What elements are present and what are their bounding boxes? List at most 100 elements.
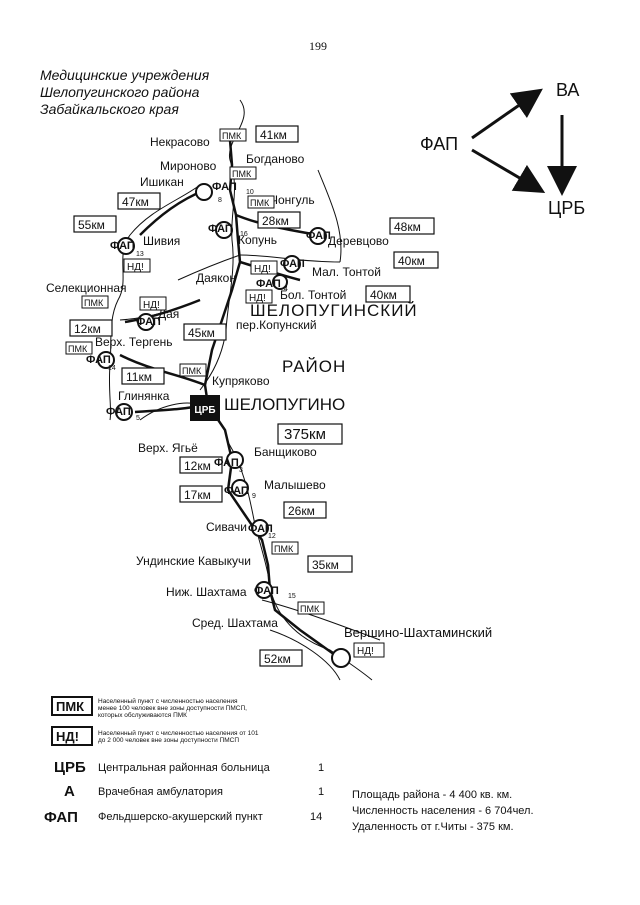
svg-text:ФАП: ФАП <box>212 181 237 193</box>
svg-text:НД!: НД! <box>127 262 144 273</box>
svg-text:ВА: ВА <box>556 80 579 100</box>
svg-text:12: 12 <box>268 533 276 540</box>
svg-text:ФАП: ФАП <box>136 316 161 328</box>
svg-text:ПМК: ПМК <box>250 198 270 208</box>
svg-text:Ишикан: Ишикан <box>140 175 184 189</box>
svg-text:ПМК: ПМК <box>182 366 202 376</box>
svg-text:Богданово: Богданово <box>246 152 305 166</box>
svg-text:ПМК: ПМК <box>222 131 242 141</box>
svg-text:Мироново: Мироново <box>160 159 217 173</box>
svg-text:ФАП: ФАП <box>44 809 78 826</box>
svg-text:ФАП: ФАП <box>224 485 249 497</box>
svg-text:ФАП: ФАП <box>248 523 273 535</box>
svg-text:Селекционная: Селекционная <box>46 281 127 295</box>
svg-text:1: 1 <box>318 762 324 774</box>
svg-text:Забайкальского края: Забайкальского края <box>40 101 179 117</box>
svg-text:которых обслуживаются ПМК: которых обслуживаются ПМК <box>98 711 187 719</box>
svg-text:11км: 11км <box>126 370 152 384</box>
place-labels: Некрасово Мироново Богданово Ишикан Чонг… <box>46 135 492 640</box>
svg-text:ПМК: ПМК <box>232 169 252 179</box>
svg-text:Банщиково: Банщиково <box>254 445 317 459</box>
svg-text:Центральная районная больница: Центральная районная больница <box>98 762 271 774</box>
svg-text:ЦРБ: ЦРБ <box>548 198 585 218</box>
pmk-markers: ПМК ПМК ПМК ПМК ПМК ПМК ПМК ПМК <box>65 128 325 615</box>
svg-text:Медицинские учреждения: Медицинские учреждения <box>40 67 210 83</box>
svg-text:52км: 52км <box>264 652 291 666</box>
district-label-2: РАЙОН <box>282 357 346 376</box>
svg-text:28км: 28км <box>262 214 289 228</box>
svg-text:НД!: НД! <box>254 264 271 275</box>
hierarchy-scheme: ФАП ВА ЦРБ <box>420 80 585 218</box>
svg-text:Даякон: Даякон <box>196 271 236 285</box>
svg-text:375км: 375км <box>284 426 326 443</box>
svg-text:10: 10 <box>246 189 254 196</box>
svg-text:ПМК: ПМК <box>300 604 320 614</box>
svg-text:Мал. Тонтой: Мал. Тонтой <box>312 265 381 279</box>
district-center: ЦРБ ШЕЛОПУГИНО <box>190 395 345 421</box>
distance-labels <box>69 125 439 667</box>
svg-text:Шивия: Шивия <box>143 234 180 248</box>
svg-text:до 2 000 человек вне зоны дост: до 2 000 человек вне зоны доступности ПМ… <box>98 737 239 744</box>
svg-text:Чонгуль: Чонгуль <box>270 193 315 207</box>
svg-text:Численность населения - 6 704ч: Численность населения - 6 704чел. <box>352 805 534 817</box>
svg-text:НД!: НД! <box>357 646 374 657</box>
svg-text:55км: 55км <box>78 218 105 232</box>
svg-text:НД!: НД! <box>143 300 160 311</box>
svg-text:45км: 45км <box>188 326 215 340</box>
svg-text:ФАП: ФАП <box>106 406 131 418</box>
svg-text:47км: 47км <box>122 195 149 209</box>
svg-text:Некрасово: Некрасово <box>150 135 210 149</box>
svg-text:16: 16 <box>240 231 248 238</box>
svg-text:Удаленность от г.Читы - 375 км: Удаленность от г.Читы - 375 км. <box>352 821 514 833</box>
svg-text:ПМК: ПМК <box>84 298 104 308</box>
svg-text:Купряково: Купряково <box>212 374 270 388</box>
svg-text:13: 13 <box>136 251 144 258</box>
district-stats: Площадь района - 4 400 кв. км. Численнос… <box>352 789 534 833</box>
svg-text:Населенный пункт с численность: Населенный пункт с численностью населени… <box>98 697 238 705</box>
svg-text:ФАП: ФАП <box>420 134 458 154</box>
svg-text:ФАП: ФАП <box>306 230 331 242</box>
svg-text:Бол. Тонтой: Бол. Тонтой <box>280 288 346 302</box>
svg-text:ПМК: ПМК <box>56 699 84 714</box>
svg-text:ФАП: ФАП <box>110 240 135 252</box>
svg-text:ФАП: ФАП <box>208 223 233 235</box>
svg-text:менее 100 человек вне зоны дос: менее 100 человек вне зоны доступности П… <box>98 705 247 712</box>
svg-text:Сивачи: Сивачи <box>206 520 247 534</box>
svg-text:ЦРБ: ЦРБ <box>194 405 215 416</box>
svg-text:5: 5 <box>136 415 140 422</box>
svg-text:Шелопугинского района: Шелопугинского района <box>40 84 200 100</box>
svg-text:Верх. Тергень: Верх. Тергень <box>95 335 173 349</box>
svg-text:12км: 12км <box>184 459 211 473</box>
svg-text:Фельдшерско-акушерский пункт: Фельдшерско-акушерский пункт <box>98 811 263 823</box>
page-number: 199 <box>309 39 327 53</box>
svg-text:4: 4 <box>284 286 288 293</box>
svg-text:15: 15 <box>288 593 296 600</box>
legend: ПМК Населенный пункт с численностью насе… <box>44 696 324 826</box>
svg-text:Малышево: Малышево <box>264 478 326 492</box>
svg-text:1: 1 <box>318 786 324 798</box>
svg-text:Вершино-Шахтаминский: Вершино-Шахтаминский <box>344 625 492 640</box>
svg-text:9: 9 <box>252 493 256 500</box>
svg-text:14: 14 <box>310 811 322 823</box>
svg-text:17км: 17км <box>184 488 211 502</box>
distance-text: 41км 47км 28км 48км 55км 40км 40км 12км … <box>74 128 425 666</box>
map-title: Медицинские учреждения Шелопугинского ра… <box>40 67 210 117</box>
svg-text:26км: 26км <box>288 504 315 518</box>
svg-text:НД!: НД! <box>249 293 266 304</box>
svg-text:А: А <box>64 783 75 800</box>
svg-text:ШЕЛОПУГИНО: ШЕЛОПУГИНО <box>224 395 345 414</box>
svg-text:Ундинские Кавыкучи: Ундинские Кавыкучи <box>136 554 251 568</box>
svg-text:Копунь: Копунь <box>238 233 277 247</box>
svg-text:ЦРБ: ЦРБ <box>54 759 86 776</box>
svg-text:Деревцово: Деревцово <box>328 234 389 248</box>
svg-text:ФАП: ФАП <box>254 585 279 597</box>
svg-text:35км: 35км <box>312 558 339 572</box>
svg-text:ПМК: ПМК <box>274 544 294 554</box>
svg-text:41км: 41км <box>260 128 287 142</box>
svg-text:пер.Копунский: пер.Копунский <box>236 318 317 332</box>
svg-text:40км: 40км <box>370 288 397 302</box>
svg-text:ФАП: ФАП <box>256 278 281 290</box>
district-label: ШЕЛОПУГИНСКИЙ <box>250 301 418 320</box>
svg-text:Верх. Ягьё: Верх. Ягьё <box>138 441 198 455</box>
